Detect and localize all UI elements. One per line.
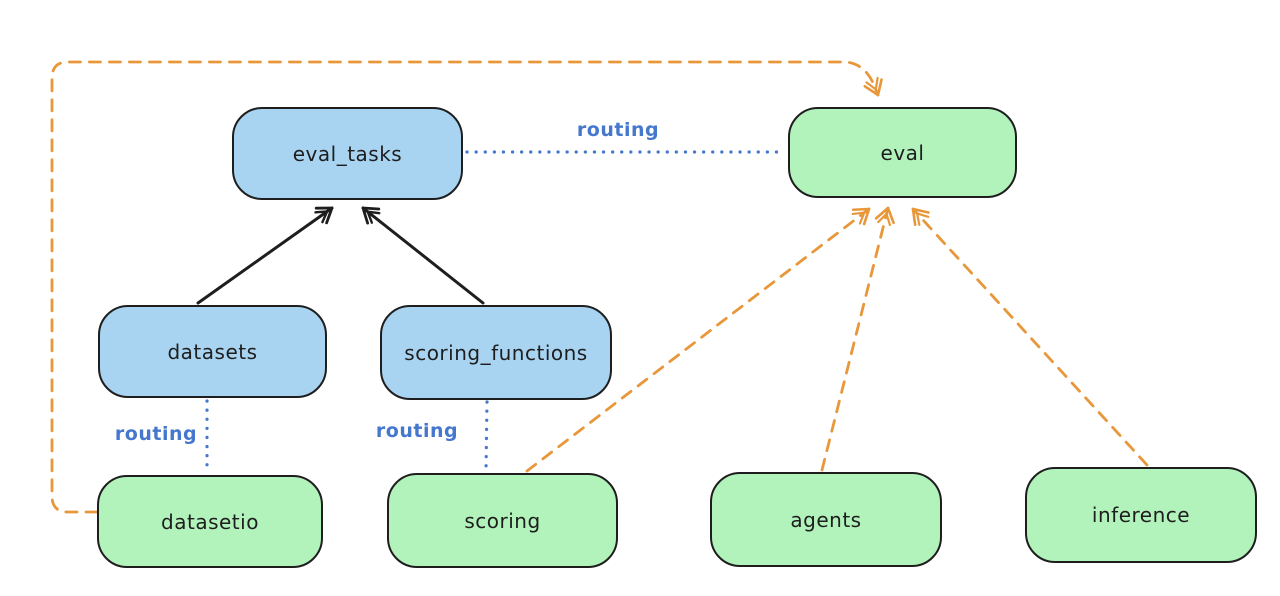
- node-datasetio[interactable]: datasetio: [97, 475, 323, 568]
- edge-scoring-to-eval[interactable]: [525, 207, 871, 473]
- edge-datasetio-to-eval-loop[interactable]: [50, 60, 883, 514]
- edge-scoring-functions-to-scoring-routing[interactable]: [484, 400, 489, 472]
- node-datasetio-label: datasetio: [161, 509, 259, 534]
- node-scoring-functions[interactable]: scoring_functions: [380, 305, 612, 400]
- node-eval[interactable]: eval: [788, 107, 1017, 198]
- edge-agents-to-eval[interactable]: [820, 206, 895, 472]
- node-scoring-label: scoring: [464, 508, 541, 533]
- node-datasets-label: datasets: [167, 339, 258, 364]
- node-eval-tasks[interactable]: eval_tasks: [232, 107, 463, 200]
- node-agents[interactable]: agents: [710, 472, 942, 567]
- node-inference[interactable]: inference: [1025, 467, 1257, 563]
- node-scoring-functions-label: scoring_functions: [404, 340, 588, 365]
- node-inference-label: inference: [1091, 503, 1191, 527]
- edge-scoring-functions-to-eval-tasks[interactable]: [361, 206, 485, 305]
- node-eval-tasks-label: eval_tasks: [292, 141, 403, 166]
- node-scoring[interactable]: scoring: [387, 473, 618, 568]
- routing-label-datasets-datasetio[interactable]: routing: [114, 423, 198, 445]
- node-eval-label: eval: [880, 140, 925, 165]
- node-datasets[interactable]: datasets: [98, 305, 327, 398]
- edge-inference-to-eval[interactable]: [911, 207, 1149, 467]
- node-agents-label: agents: [790, 507, 862, 532]
- edge-datasets-to-eval-tasks[interactable]: [196, 206, 334, 305]
- routing-label-eval-tasks-eval[interactable]: routing: [576, 119, 660, 141]
- routing-label-scoring-functions-scoring[interactable]: routing: [375, 420, 459, 442]
